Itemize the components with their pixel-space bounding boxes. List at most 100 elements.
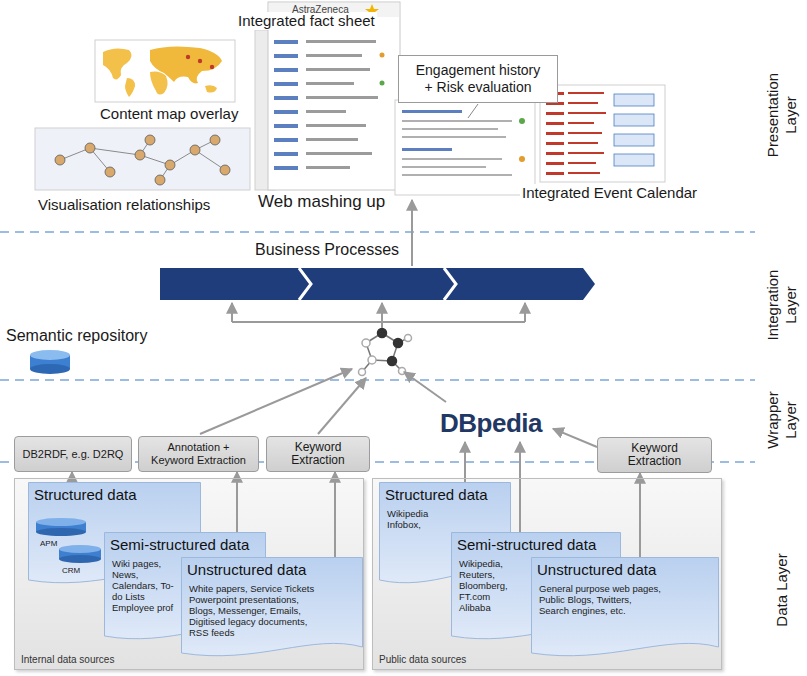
engagement-screenshot xyxy=(402,120,512,122)
map-screenshot xyxy=(210,65,214,69)
panel-ground xyxy=(14,478,722,670)
flow-arrow xyxy=(318,378,366,434)
calendar-screenshot xyxy=(540,85,665,182)
panel-label: Public data sources xyxy=(379,654,466,666)
engagement-screenshot xyxy=(395,100,535,195)
flow-arrow xyxy=(639,473,641,557)
flow-arrow xyxy=(71,472,73,482)
calendar-screenshot xyxy=(568,92,604,94)
engagement-screenshot xyxy=(402,128,498,130)
relationship-screenshot xyxy=(145,135,155,145)
repository-cylinder: Semantic repository xyxy=(6,326,176,376)
engagement-screenshot xyxy=(402,174,512,176)
chevron-divider xyxy=(444,268,456,300)
relationship-screenshot xyxy=(210,135,220,145)
network-icon xyxy=(378,329,387,338)
document-heading: Semi-structured data xyxy=(451,532,621,554)
relationship-screenshot xyxy=(85,143,95,153)
relationship-screenshot xyxy=(35,128,250,190)
source-panel: Public data sourcesStructured dataWikipe… xyxy=(372,478,722,670)
engagement-screenshot xyxy=(402,166,486,168)
document-heading: Unstructured data xyxy=(531,557,719,579)
band-heading: Business Processes xyxy=(255,240,595,260)
calendar-screenshot xyxy=(614,154,654,166)
calendar-screenshot xyxy=(568,122,594,124)
wrapper-box: Keyword Extraction xyxy=(266,436,370,472)
panel-label: Internal data sources xyxy=(21,654,114,666)
fact-sheet-screenshot xyxy=(306,124,366,127)
engagement-screenshot xyxy=(519,156,525,162)
database-icon xyxy=(59,545,101,553)
fact-sheet-screenshot xyxy=(306,96,378,99)
callout-box: Engagement history + Risk evaluation xyxy=(398,55,558,103)
panel-ground xyxy=(372,478,722,670)
document-body: White papers, Service Tickets Powerpoint… xyxy=(189,583,324,638)
fact-sheet-screenshot xyxy=(306,152,372,155)
cylinder-symbol xyxy=(30,350,70,360)
panel-ground xyxy=(14,478,364,670)
fact-sheet-screenshot xyxy=(380,53,385,58)
fact-sheet-screenshot xyxy=(274,124,298,128)
flow-arrow xyxy=(231,303,233,322)
icon-label: APM xyxy=(40,539,57,549)
leader-line xyxy=(468,104,478,118)
fact-sheet-screenshot xyxy=(255,2,400,190)
logo-text: AstraZeneca xyxy=(292,4,349,16)
document-heading: Structured data xyxy=(379,482,511,504)
calendar-screenshot xyxy=(568,112,606,114)
box-label: Annotation + Keyword Extraction xyxy=(149,441,249,467)
calendar-screenshot xyxy=(568,142,598,144)
fact-sheet-screenshot xyxy=(306,40,376,43)
network-icon xyxy=(368,356,376,364)
calendar-screenshot xyxy=(540,85,665,182)
box-label: Keyword Extraction xyxy=(278,441,358,467)
fact-sheet-screenshot xyxy=(274,54,298,58)
calendar-screenshot xyxy=(546,162,564,165)
relationship-screenshot xyxy=(155,175,165,185)
map-screenshot xyxy=(150,72,168,95)
document-heading: Structured data xyxy=(28,482,201,504)
calendar-screenshot xyxy=(546,152,564,155)
box-label: DB2RDF, e.g. D2RQ xyxy=(23,448,124,461)
network-icon xyxy=(405,335,412,342)
fact-sheet-screenshot xyxy=(306,54,362,57)
database-icon xyxy=(36,528,86,536)
fact-sheet-screenshot xyxy=(274,68,298,72)
flow-arrow xyxy=(200,200,525,434)
map-screenshot xyxy=(95,40,235,102)
layer-label: Data Layer xyxy=(773,544,791,636)
layer-divider xyxy=(0,379,755,381)
layer-label: Wrapper Layer xyxy=(764,374,800,466)
document-heading: Semi-structured data xyxy=(104,532,266,554)
flow-arrow xyxy=(232,321,525,323)
fact-sheet-screenshot xyxy=(274,82,298,86)
document-body: General purpose web pages, Public Blogs,… xyxy=(539,583,664,616)
repository-label: Semantic repository xyxy=(6,326,176,346)
relationship-screenshot xyxy=(195,150,225,170)
section-title: Web mashing up xyxy=(258,192,385,212)
relationship-screenshot xyxy=(55,135,230,185)
calendar-screenshot xyxy=(546,132,564,135)
calendar-screenshot xyxy=(568,172,600,174)
document-outline xyxy=(532,558,719,656)
fact-sheet-screenshot xyxy=(306,68,370,71)
flow-arrow xyxy=(334,472,336,557)
fact-sheet-screenshot xyxy=(274,152,298,156)
engagement-screenshot xyxy=(402,110,462,113)
document-heading: Unstructured data xyxy=(181,557,363,579)
relationship-screenshot xyxy=(220,165,230,175)
relationship-screenshot xyxy=(105,167,115,177)
fact-sheet-screenshot xyxy=(306,82,354,85)
network-icon xyxy=(394,339,403,348)
icon-label: CRM xyxy=(62,566,80,576)
layer-label: Integration Layer xyxy=(764,259,800,351)
database-icon xyxy=(36,518,86,526)
map-screenshot xyxy=(205,85,217,92)
calendar-screenshot xyxy=(614,134,654,146)
flow-arrow xyxy=(553,429,597,447)
relationship-screenshot xyxy=(35,128,250,190)
map-screenshot xyxy=(95,40,235,102)
fact-sheet-screenshot xyxy=(380,81,385,86)
calendar-screenshot xyxy=(568,162,596,164)
fact-sheet-screenshot xyxy=(274,96,298,100)
